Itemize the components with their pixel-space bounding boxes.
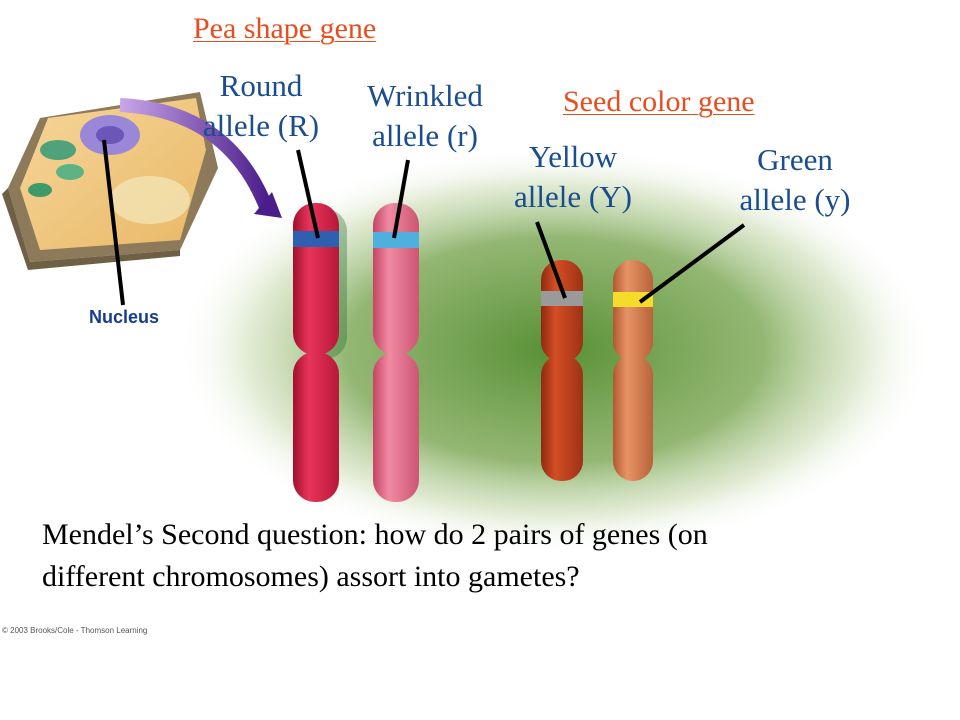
yellow-allele-band [541, 291, 583, 306]
round-allele-line1: Round [219, 68, 303, 103]
green-allele-line2: allele (y) [739, 182, 851, 217]
chromosome-yellow-Y [541, 260, 583, 481]
caption-line2: different chromosomes) assort into gamet… [42, 560, 580, 593]
round-allele-line2: allele (R) [202, 108, 320, 143]
chromosome-green-y [613, 260, 653, 481]
wrinkled-allele-line1: Wrinkled [367, 78, 483, 113]
green-allele-band [613, 292, 653, 307]
chromosome-round-R [293, 203, 347, 502]
plant-cell-icon [2, 92, 282, 270]
yellow-pointer-line [535, 221, 567, 299]
yellow-allele-line2: allele (Y) [514, 179, 632, 214]
question-caption: Mendel’s Second question: how do 2 pairs… [42, 514, 922, 598]
round-allele-band [293, 231, 339, 247]
nucleus-label: Nucleus [89, 307, 160, 327]
nucleus-pointer-line [102, 139, 125, 306]
seed-color-heading: Seed color gene [563, 85, 755, 118]
yellow-allele-line1: Yellow [528, 139, 618, 174]
round-pointer-line [296, 149, 320, 239]
round-allele-label: Round allele (R) [186, 66, 336, 146]
green-pointer-line [638, 223, 746, 304]
yellow-allele-label: Yellow allele (Y) [498, 137, 648, 217]
copyright-notice: © 2003 Brooks/Cole - Thomson Learning [2, 626, 148, 635]
caption-line1: Mendel’s Second question: how do 2 pairs… [42, 518, 708, 551]
green-allele-label: Green allele (y) [720, 140, 870, 220]
chromosome-wrinkled-r [373, 203, 419, 502]
wrinkled-allele-band [373, 232, 419, 248]
wrinkled-pointer-line [392, 159, 410, 239]
green-allele-line1: Green [757, 142, 833, 177]
pea-shape-heading: Pea shape gene [193, 12, 377, 45]
wrinkled-allele-label: Wrinkled allele (r) [350, 76, 500, 156]
wrinkled-allele-line2: allele (r) [372, 118, 478, 153]
